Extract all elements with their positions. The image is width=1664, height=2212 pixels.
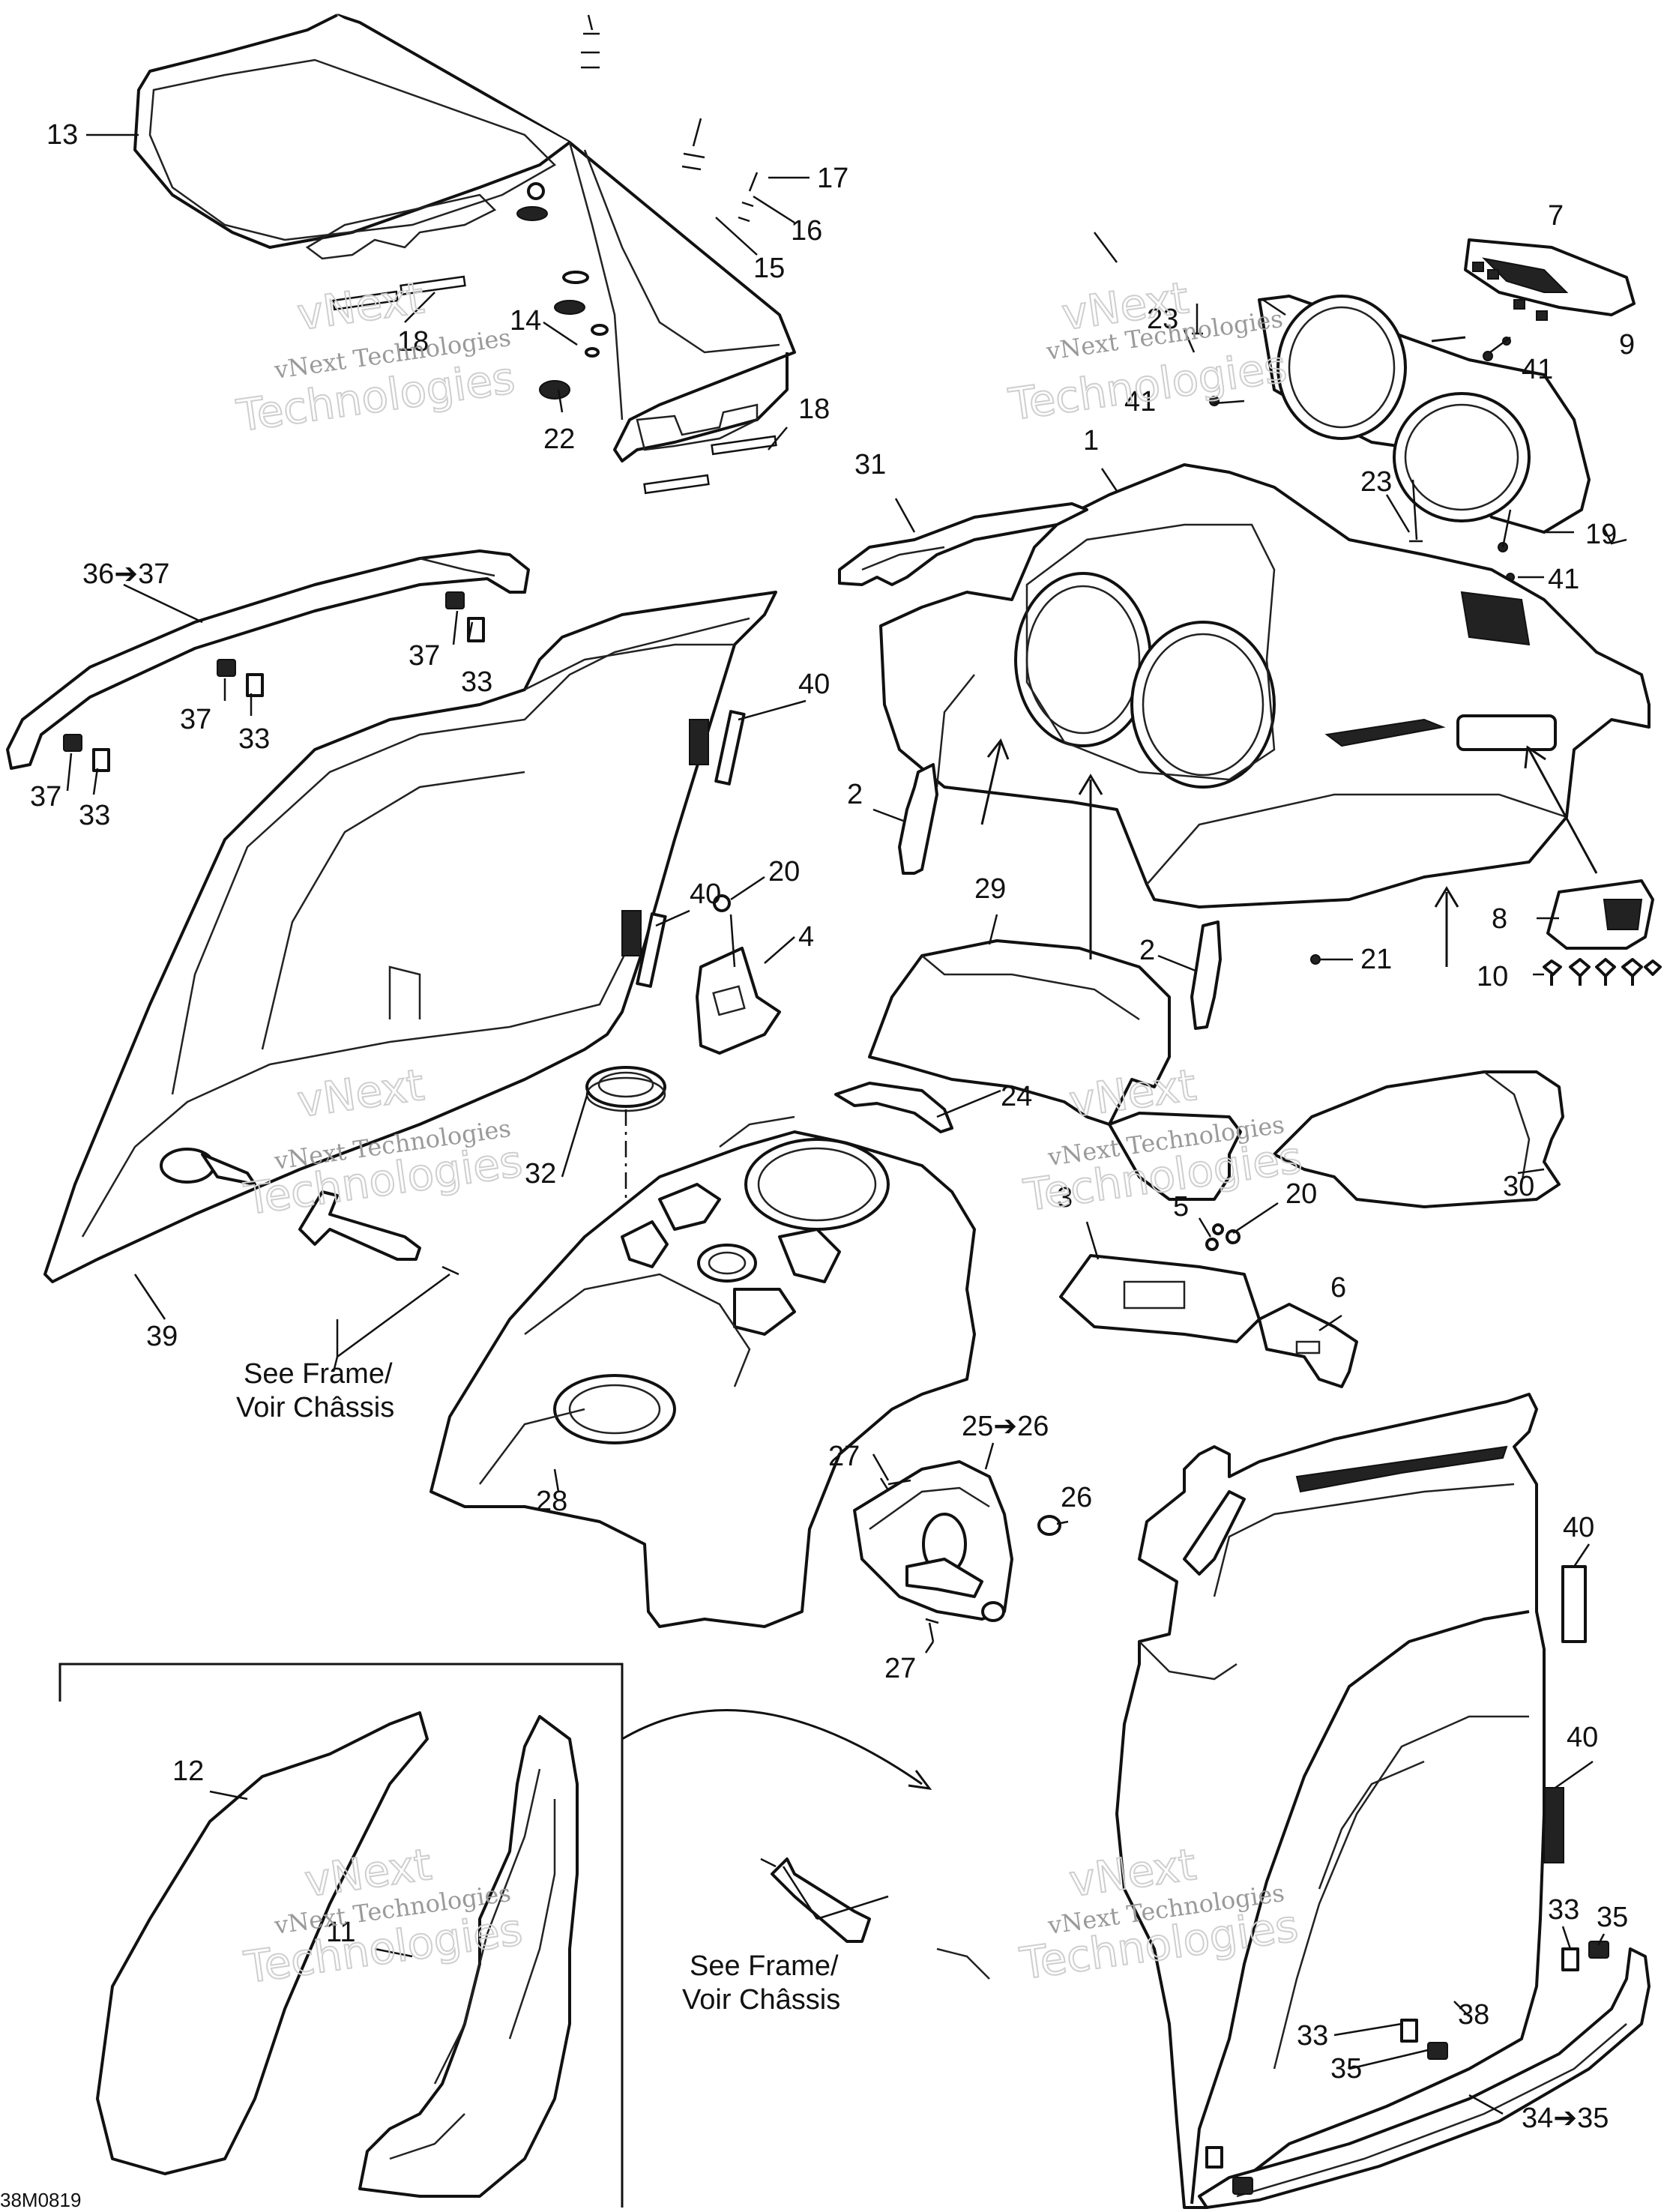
callout-35b: 35 <box>1330 2053 1362 2085</box>
drawing-code: 38M0819 <box>0 2189 81 2211</box>
callout-33b: 33 <box>238 723 270 755</box>
callout-16: 16 <box>791 215 822 247</box>
callout-32: 32 <box>525 1158 556 1190</box>
cup-holder-part-25 <box>853 1460 1013 1621</box>
callout-11: 11 <box>326 1917 355 1948</box>
lower-handle-nuts <box>1205 1941 1609 2195</box>
callout-31: 31 <box>854 449 886 480</box>
windshield-fasteners <box>516 14 759 400</box>
callout-labels: 13 17 16 15 18 14 22 18 7 23 9 41 41 31 … <box>30 119 1635 2134</box>
cover-part-24 <box>834 1082 953 1133</box>
rear-grip-handle-2 <box>760 1857 871 1943</box>
callout-37b: 37 <box>180 704 211 735</box>
callout-37c: 37 <box>30 781 61 813</box>
callout-7: 7 <box>1548 200 1564 232</box>
callout-21: 21 <box>1360 944 1392 975</box>
grab-handle-part-36 <box>6 549 530 770</box>
callout-40d: 40 <box>1567 1722 1598 1753</box>
callout-13: 13 <box>46 119 78 151</box>
screws-part-27 <box>879 1477 939 1642</box>
lower-console-part-28 <box>429 1115 976 1628</box>
callout-17: 17 <box>817 163 848 194</box>
callout-14: 14 <box>510 305 541 337</box>
assembly-arrows <box>621 336 1598 1790</box>
callout-9: 9 <box>1619 329 1635 361</box>
callout-36-37: 36➔37 <box>82 558 169 590</box>
callout-22: 22 <box>543 424 575 455</box>
callout-38: 38 <box>1458 1999 1489 2031</box>
callout-41a: 41 <box>1522 354 1553 385</box>
callout-2a: 2 <box>847 779 863 810</box>
windshield-part-13 <box>133 13 796 462</box>
callout-23b: 23 <box>1360 466 1392 498</box>
see-frame-line2: Voir Châssis <box>236 1392 394 1423</box>
seal-strips-part-40 <box>621 710 1587 1863</box>
bumpers-part-26 <box>981 1515 1061 1622</box>
callout-33a: 33 <box>461 666 492 698</box>
callout-27b: 27 <box>884 1653 916 1684</box>
deflector-part-31 <box>838 502 1088 586</box>
callout-10: 10 <box>1477 961 1508 992</box>
callout-26: 26 <box>1061 1482 1092 1513</box>
callout-5: 5 <box>1173 1191 1189 1223</box>
callout-37a: 37 <box>409 640 440 672</box>
callout-30: 30 <box>1503 1171 1534 1202</box>
callout-41c: 41 <box>1548 564 1579 595</box>
side-panel-part-38 <box>936 1393 1546 2209</box>
callout-20a: 20 <box>768 856 800 887</box>
clips-part-10 <box>1543 958 1662 986</box>
callout-34-35: 34➔35 <box>1522 2103 1609 2134</box>
see-frame-line2: Voir Châssis <box>682 1984 840 2016</box>
callout-41b: 41 <box>1124 386 1156 418</box>
bracket-part-4 <box>696 894 781 1055</box>
callout-19: 19 <box>1585 519 1617 550</box>
callout-35a: 35 <box>1597 1902 1628 1933</box>
rivet-part-21 <box>1310 954 1321 965</box>
leader-lines <box>66 133 1606 2115</box>
callout-18a: 18 <box>397 326 429 358</box>
callout-20b: 20 <box>1285 1178 1317 1210</box>
callout-39: 39 <box>146 1321 178 1352</box>
see-frame-line1: See Frame/ <box>690 1950 839 1982</box>
callout-40a: 40 <box>798 669 830 700</box>
callout-18b: 18 <box>798 394 830 425</box>
callout-8: 8 <box>1492 903 1507 935</box>
callout-40c: 40 <box>1563 1512 1594 1543</box>
callout-33c: 33 <box>79 800 110 831</box>
callout-24: 24 <box>1001 1081 1032 1112</box>
storage-lid-part-29 <box>868 939 1242 1201</box>
see-frame-note-2: See Frame/ Voir Châssis <box>682 1950 840 2016</box>
see-frame-note-1: See Frame/ Voir Châssis <box>236 1358 394 1423</box>
callout-1: 1 <box>1083 425 1099 456</box>
callout-33d: 33 <box>1548 1894 1579 1926</box>
see-frame-line1: See Frame/ <box>244 1358 393 1390</box>
vent-part-8 <box>1546 879 1654 950</box>
callout-12: 12 <box>172 1756 204 1787</box>
callout-25-26: 25➔26 <box>962 1411 1049 1442</box>
callout-23a: 23 <box>1147 304 1178 335</box>
gauge-visor-part-7 <box>1464 238 1636 321</box>
inset-frame <box>58 1663 624 2208</box>
callout-29: 29 <box>974 873 1006 905</box>
hinge-part-2 <box>898 763 1222 1030</box>
callout-33e: 33 <box>1297 2020 1328 2052</box>
ring-part-32 <box>585 1066 666 1112</box>
callout-2b: 2 <box>1139 935 1155 966</box>
callout-28: 28 <box>536 1486 567 1517</box>
side-panel-part-39 <box>43 591 777 1283</box>
bracket-part-6 <box>1258 1303 1358 1388</box>
callout-15: 15 <box>753 253 785 284</box>
callout-40b: 40 <box>690 879 721 910</box>
callout-3: 3 <box>1057 1182 1073 1214</box>
bracket-part-3 <box>1059 1223 1261 1343</box>
gauge-support-part-19 <box>1258 295 1591 534</box>
rear-grip-handle <box>298 1190 459 1276</box>
upper-console-part-1 <box>879 463 1651 908</box>
callout-4: 4 <box>798 921 814 953</box>
seat-pad-part-30 <box>1273 1070 1564 1208</box>
handle-nuts <box>63 591 485 772</box>
callout-27a: 27 <box>828 1441 860 1472</box>
callout-6: 6 <box>1330 1272 1346 1304</box>
